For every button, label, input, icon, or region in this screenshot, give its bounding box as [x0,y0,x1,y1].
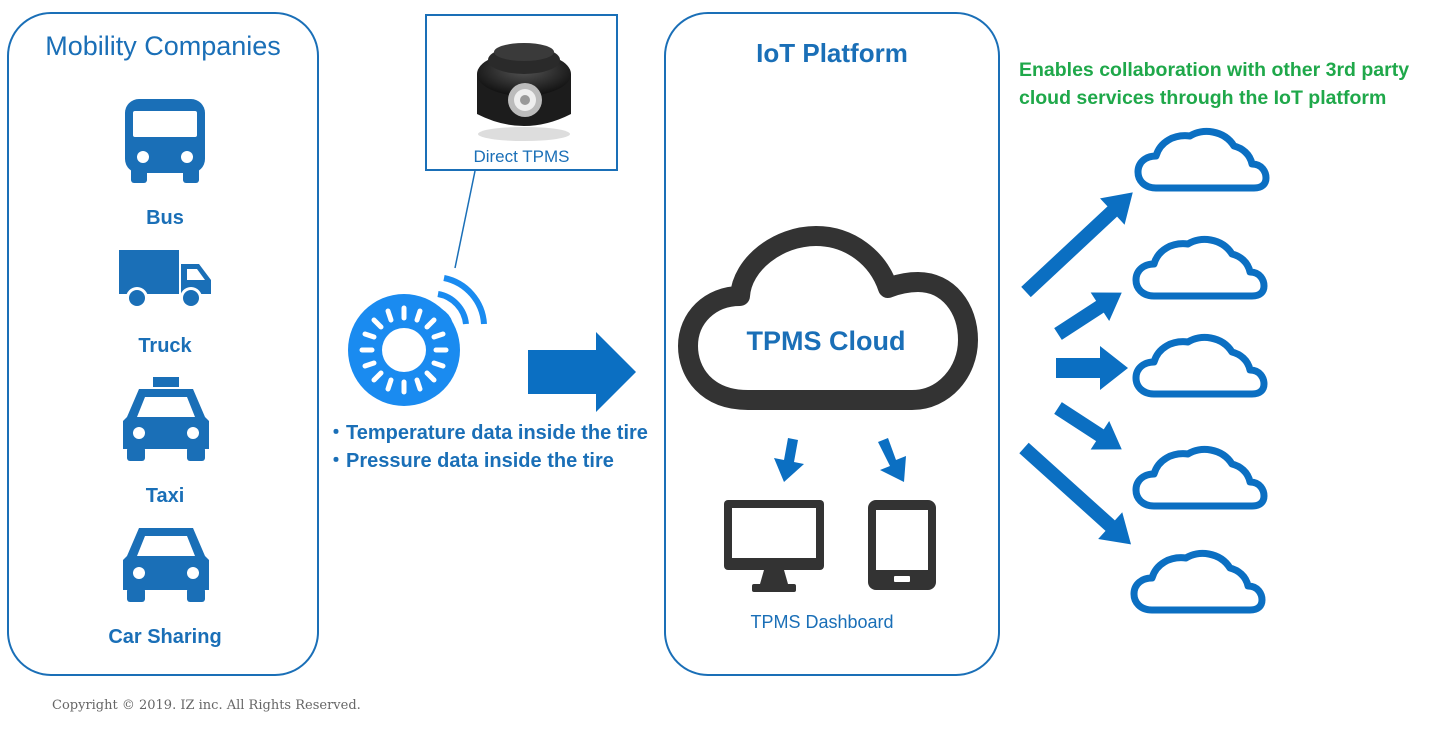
arrow-down-right-long-icon [1019,442,1132,545]
arrow-right-icon [1056,346,1128,390]
arrow-up-right-short-icon [1054,292,1122,340]
down-arrow-icon [774,438,804,482]
vehicle-label-truck: Truck [138,335,192,357]
tablet-icon [868,500,936,590]
copyright-text: Copyright © 2019. IZ inc. All Rights Res… [52,698,361,713]
truck-icon [119,250,211,309]
third-party-cloud-icon [1132,445,1268,510]
vehicle-label-car-sharing: Car Sharing [108,626,222,648]
third-party-cloud-icon [1132,235,1268,300]
collaboration-text: Enables collaboration with other 3rd par… [1019,59,1410,109]
tpms-sensor-photo-box: Direct TPMS [425,14,618,171]
iot-platform-panel: IoT Platform [664,12,1000,676]
mobility-companies-panel: Mobility Companies Bus Truck Taxi [7,12,319,676]
tpms-cloud-icon [678,226,978,410]
big-arrow-icon [528,332,636,412]
arrow-down-right-short-icon [1054,402,1122,450]
third-party-cloud-icon [1130,549,1266,614]
data-point-temperature: ・Temperature data inside the tire [326,422,648,444]
data-point-pressure: ・Pressure data inside the tire [326,450,614,472]
down-arrow-icon [878,438,906,482]
vehicle-label-taxi: Taxi [145,485,185,507]
iot-platform-title: IoT Platform [756,38,908,68]
monitor-icon [724,500,824,592]
tpms-cloud-label: TPMS Cloud [746,326,906,356]
third-party-cloud-icon [1134,127,1270,192]
bus-icon [125,99,205,183]
mobility-companies-title: Mobility Companies [45,31,281,61]
tire-signal-icon [348,275,487,406]
car-icon [123,528,209,602]
tpms-dashboard-label: TPMS Dashboard [750,612,894,632]
vehicle-label-bus: Bus [146,207,184,229]
arrow-up-right-long-icon [1021,192,1133,298]
tpms-label: Direct TPMS [473,147,570,166]
taxi-icon [123,377,209,461]
third-party-cloud-icon [1132,333,1268,398]
tpms-sensor-photo [477,43,571,141]
